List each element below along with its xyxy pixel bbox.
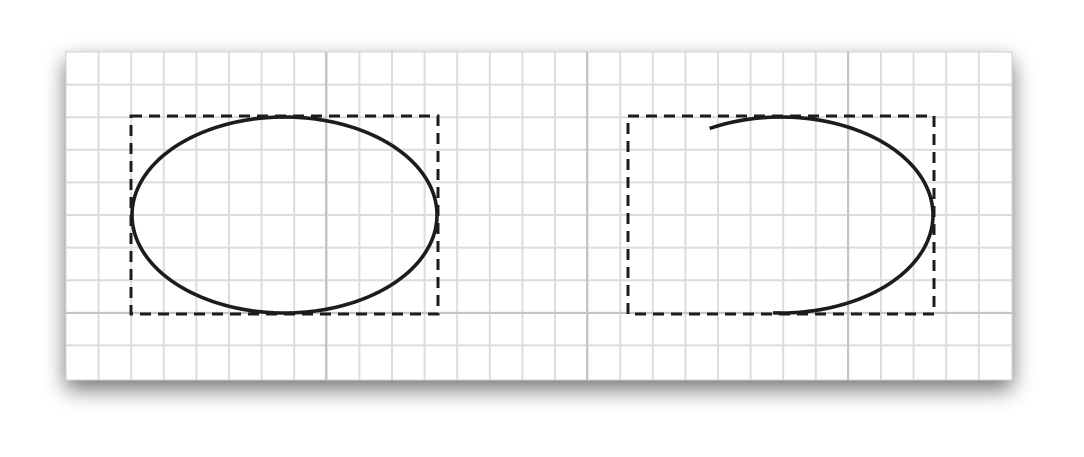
- grid-lines: [66, 52, 1012, 380]
- full-ellipse-curve: [130, 115, 439, 315]
- ellipse-panel: [129, 114, 440, 316]
- elliptical-arc-curve: [709, 115, 935, 315]
- arc-panel: [626, 114, 936, 316]
